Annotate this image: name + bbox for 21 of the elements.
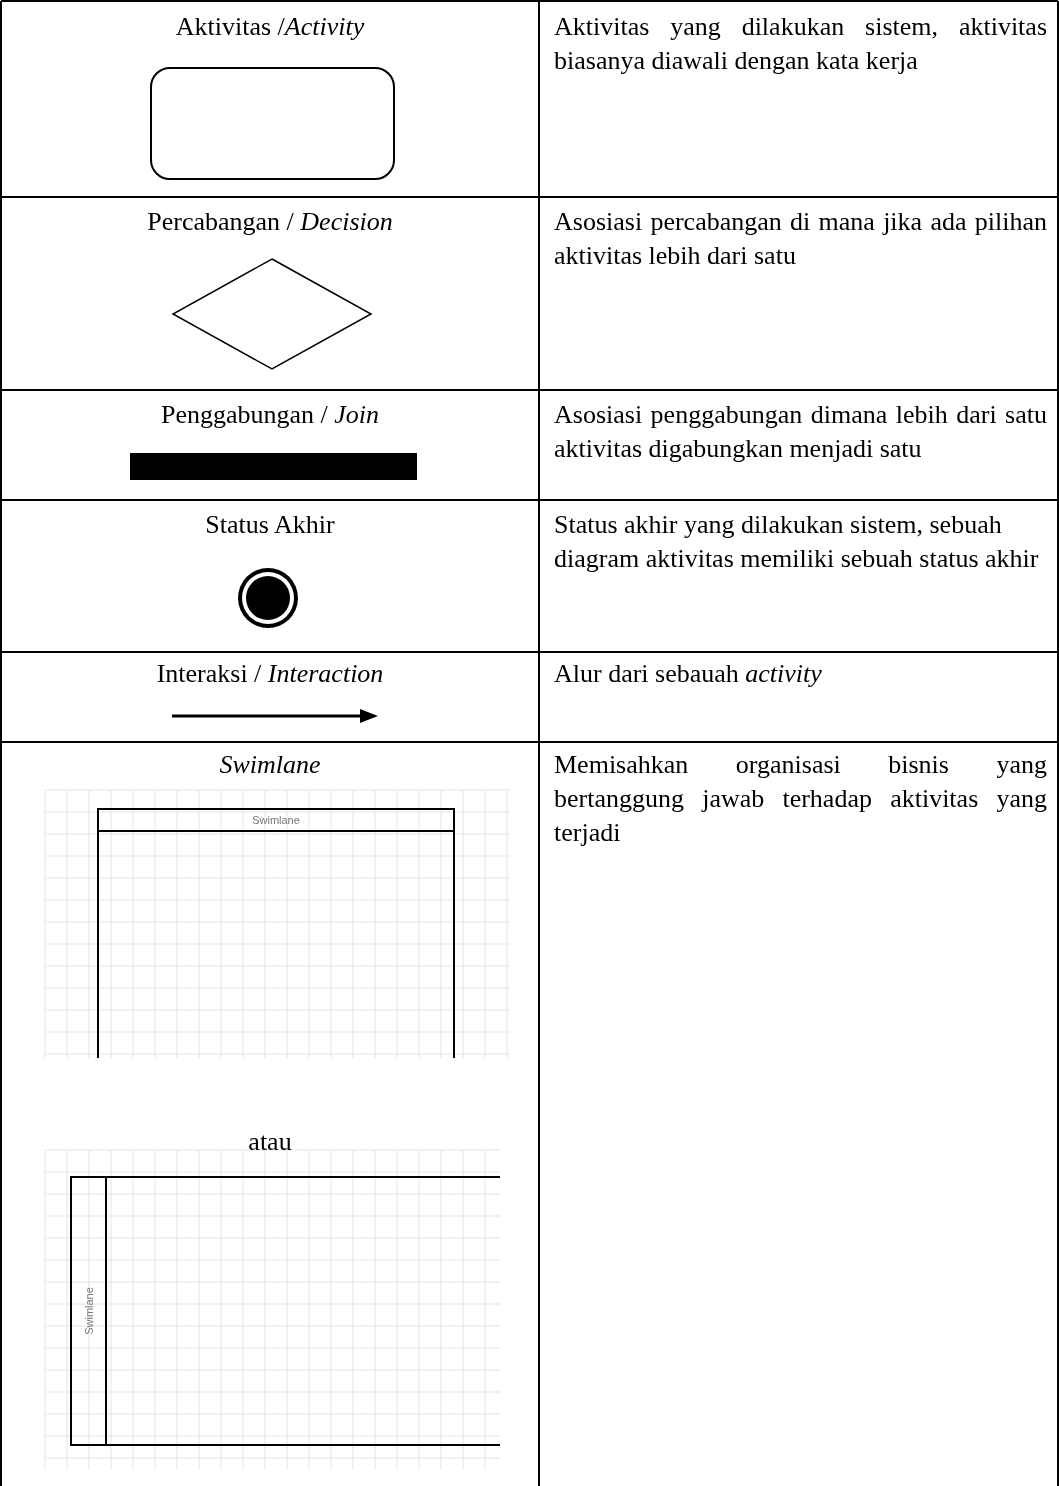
vertical-swimlane — [97, 808, 455, 1058]
symbol-name: Aktivitas /Activity — [175, 12, 365, 41]
separator-text: atau — [248, 1127, 292, 1156]
symbol-name: Percabangan / Decision — [147, 207, 393, 236]
description-text: Aktivitas yang dilakukan sistem, aktivitas biasanya diawali dengan kata kerja — [554, 11, 1047, 77]
description-text: Alur dari sebauah activity — [554, 659, 822, 688]
symbol-name: Swimlane — [219, 750, 321, 779]
symbol-name: Penggabungan / Join — [160, 400, 380, 429]
join-bar — [130, 453, 417, 480]
description-text: Memisahkan organisasi bisnis yang bertanggung jawab terhadap aktivitas yang terjadi — [554, 749, 1047, 849]
activity-box — [150, 67, 395, 180]
final-state-symbol — [237, 567, 299, 629]
lane-title: Swimlane — [252, 814, 300, 826]
symbol-name: Interaksi / Interaction — [156, 659, 384, 688]
horizontal-swimlane — [70, 1176, 500, 1446]
description-text: Asosiasi percabangan di mana jika ada pilihan aktivitas lebih dari satu — [554, 206, 1047, 272]
description-text: Asosiasi penggabungan dimana lebih dari satu aktivitas digabungkan menjadi satu — [554, 399, 1047, 465]
symbol-name: Status Akhir — [205, 510, 335, 539]
description-text: Status akhir yang dilakukan sistem, sebuah diagram aktivitas memiliki sebuah status akhir — [554, 510, 1039, 573]
decision-diamond — [172, 258, 372, 370]
lane-title: Swimlane — [82, 1287, 95, 1335]
